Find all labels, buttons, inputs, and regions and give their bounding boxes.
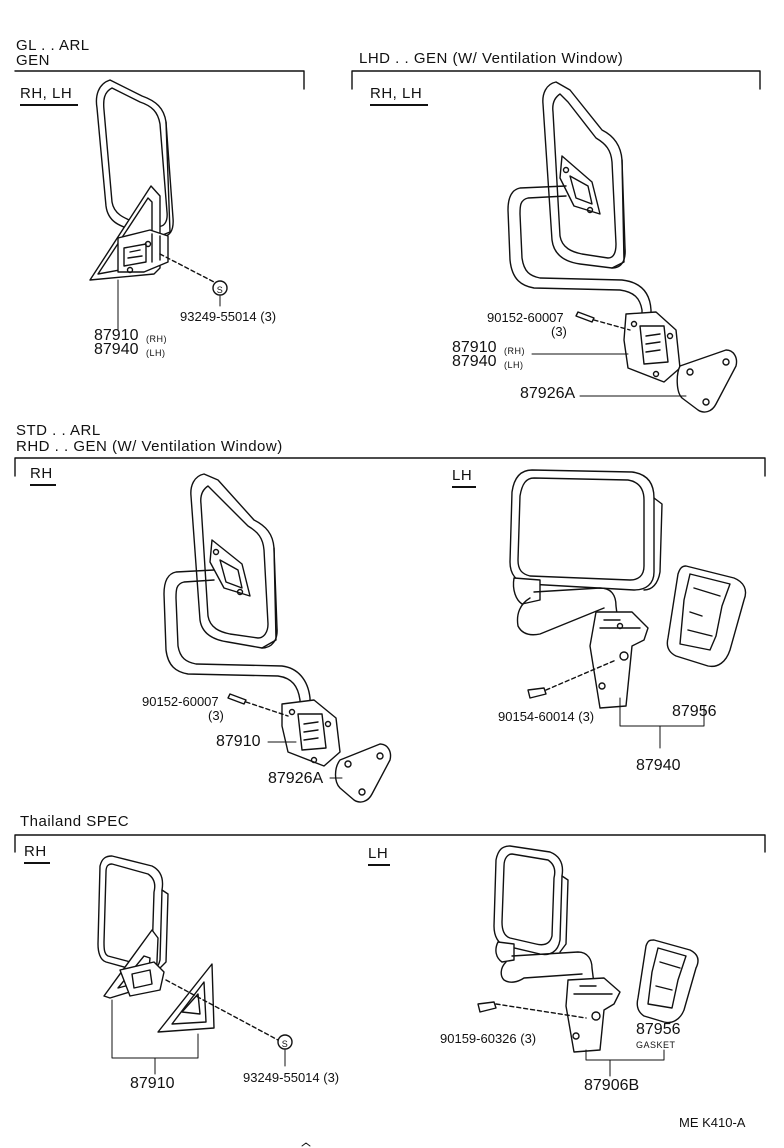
- s4-lh-part: 87906B: [584, 1077, 640, 1094]
- s4-lh-gasket-part: 87956: [636, 1021, 681, 1038]
- mirror-s1: [90, 80, 227, 330]
- mirror-s4-lh: [478, 846, 698, 1076]
- s3-rh-bolt-part: 90152-60007: [142, 694, 219, 709]
- s3-rh-plate-part: 87926A: [268, 770, 324, 787]
- s1-title-line1: GL . . ARL: [16, 37, 90, 54]
- s3-lh-part: 87940: [636, 757, 681, 774]
- s1-part-a: 87910: [94, 327, 139, 344]
- s3-rh-subheading: RH: [30, 466, 56, 486]
- s2-part-a-side: (RH): [504, 346, 525, 356]
- s4-title: Thailand SPEC: [20, 813, 130, 830]
- bottom-mark: [302, 1143, 310, 1146]
- s2-part-a: 87910: [452, 339, 497, 356]
- s3-lh-bolt-part: 90154-60014 (3): [498, 709, 595, 724]
- s2-part-b-side: (LH): [504, 360, 524, 370]
- mirror-s4-rh: [98, 856, 292, 1074]
- s4-rh-part: 87910: [130, 1075, 175, 1092]
- s4-lh-subheading: LH: [368, 846, 390, 866]
- s3-title-line1: STD . . ARL: [16, 422, 101, 439]
- mirror-s3-rh: [164, 474, 391, 802]
- s1-part-a-side: (RH): [146, 334, 167, 344]
- s2-bolt-qty: (3): [551, 324, 567, 339]
- s3-lh-cover-part: 87956: [672, 703, 717, 720]
- s2-subheading: RH, LH: [370, 86, 428, 106]
- s4-lh-bolt-part: 90159-60326 (3): [440, 1031, 537, 1046]
- section-frames: [15, 71, 765, 852]
- s2-plate-part: 87926A: [520, 385, 576, 402]
- s1-part-b: 87940: [94, 341, 139, 358]
- s4-rh-screw-part: 93249-55014 (3): [243, 1070, 340, 1085]
- s1-part-b-side: (LH): [146, 348, 166, 358]
- s3-lh-subheading: LH: [452, 468, 476, 488]
- mirror-s3-lh: [510, 470, 746, 748]
- s4-rh-screw-symbol: S: [281, 1039, 289, 1049]
- s4-rh-subheading: RH: [24, 844, 50, 864]
- s3-rh-bolt-qty: (3): [208, 708, 224, 723]
- s1-title-line2: GEN: [16, 52, 51, 69]
- mirror-s2: [508, 82, 737, 412]
- s4-lh-gasket-label: GASKET: [636, 1040, 676, 1050]
- s1-screw-part: 93249-55014 (3): [180, 309, 277, 324]
- s2-bolt-part: 90152-60007: [487, 310, 564, 325]
- s1-subheading: RH, LH: [20, 86, 78, 106]
- s3-title-line2: RHD . . GEN (W/ Ventilation Window): [16, 438, 283, 455]
- footer-code: ME K410-A: [679, 1115, 746, 1130]
- s2-part-b: 87940: [452, 353, 497, 370]
- s3-rh-part: 87910: [216, 733, 261, 750]
- s2-title: LHD . . GEN (W/ Ventilation Window): [359, 50, 624, 67]
- s1-screw-symbol: S: [216, 285, 224, 295]
